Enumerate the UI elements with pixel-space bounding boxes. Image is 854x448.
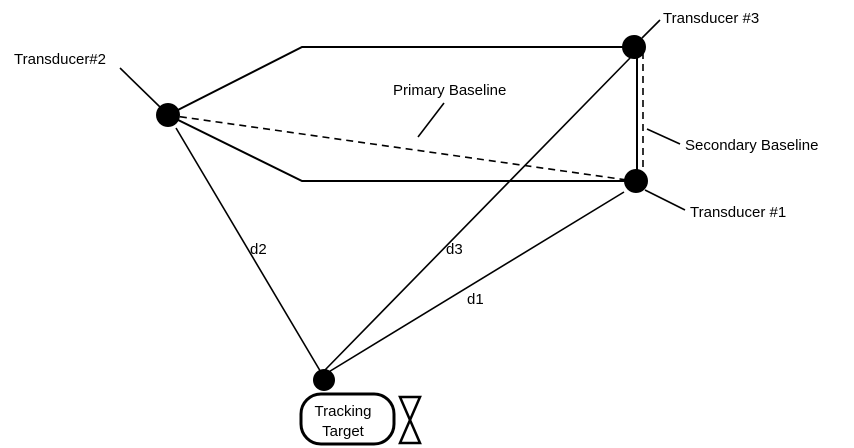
transducer-3-leader bbox=[641, 19, 661, 39]
primary-baseline-line bbox=[167, 114, 635, 182]
transducer-1-node bbox=[624, 169, 648, 193]
primary-baseline-leader bbox=[417, 102, 445, 138]
tracking-target-node bbox=[313, 369, 335, 391]
transducer-2-leader bbox=[119, 67, 161, 108]
secondary-baseline-label: Secondary Baseline bbox=[685, 137, 818, 154]
array-upper-edge bbox=[167, 46, 634, 116]
transducer-3-label: Transducer #3 bbox=[663, 10, 759, 27]
transducer-3-node bbox=[622, 35, 646, 59]
tracking-target-box bbox=[299, 392, 396, 446]
d1-range-line bbox=[326, 191, 625, 374]
secondary-baseline-leader bbox=[646, 128, 681, 145]
hourglass-icon bbox=[398, 395, 422, 445]
array-lower-edge bbox=[167, 114, 636, 182]
transducer-1-label: Transducer #1 bbox=[690, 204, 786, 221]
transducer-2-label: Transducer#2 bbox=[14, 51, 106, 68]
tracking-target-label-line2: Target bbox=[322, 423, 365, 440]
primary-baseline-label: Primary Baseline bbox=[393, 82, 506, 99]
d1-label: d1 bbox=[467, 291, 484, 308]
tracking-target-label-line1: Tracking bbox=[315, 403, 372, 420]
d2-range-line bbox=[175, 127, 323, 375]
transducer-1-leader bbox=[644, 189, 686, 211]
d3-range-line bbox=[323, 55, 633, 372]
d2-label: d2 bbox=[250, 241, 267, 258]
d3-label: d3 bbox=[446, 241, 463, 258]
transducer-2-node bbox=[156, 103, 180, 127]
